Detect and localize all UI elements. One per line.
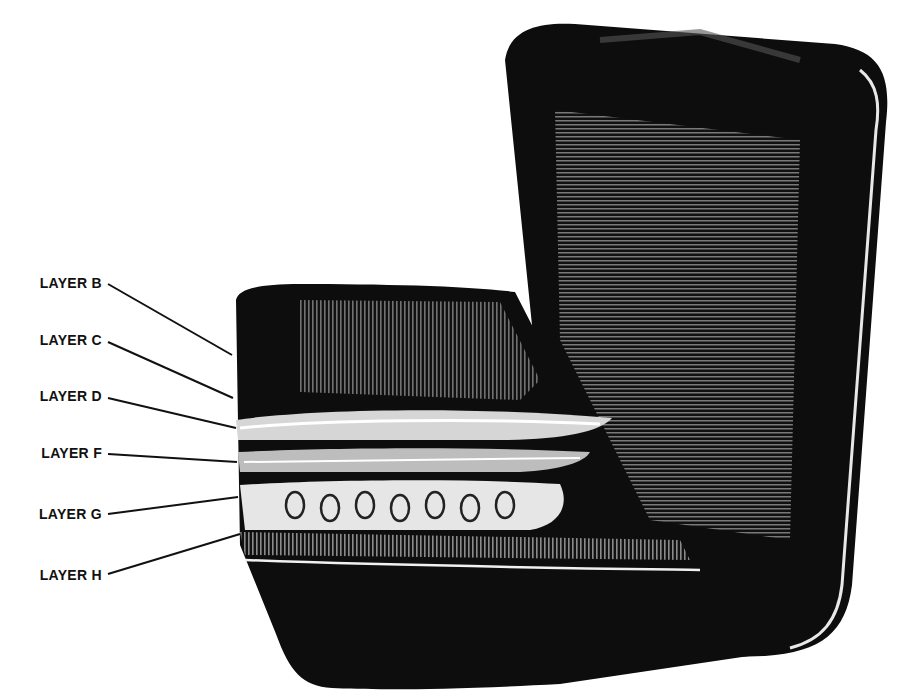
layer-label: LAYER H	[40, 566, 102, 584]
layer-label: LAYER D	[40, 387, 102, 405]
layer-label: LAYER F	[41, 444, 102, 462]
layer-label: LAYER C	[40, 331, 102, 349]
layer-label: LAYER G	[39, 505, 102, 523]
layer-label: LAYER B	[40, 274, 102, 292]
